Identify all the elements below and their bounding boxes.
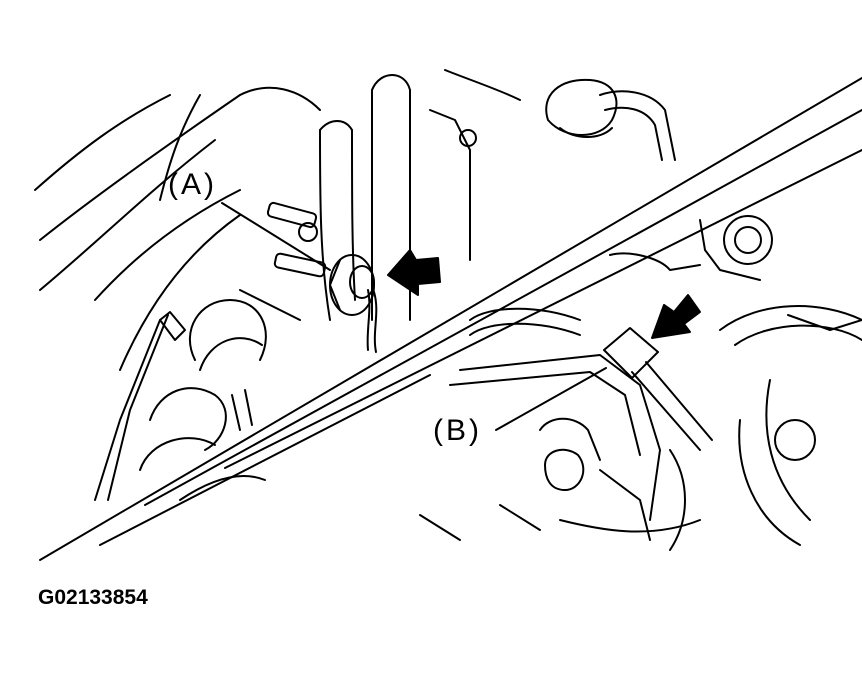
leader-line-b bbox=[495, 367, 607, 431]
lower-right-components bbox=[419, 307, 701, 551]
bolts bbox=[266, 201, 327, 278]
figure-id: G02133854 bbox=[38, 586, 148, 609]
sensor-a bbox=[329, 254, 378, 353]
callout-label-b: (B) bbox=[433, 414, 482, 447]
arrow-a bbox=[387, 249, 441, 296]
lower-left-components bbox=[94, 289, 301, 501]
sensor-b bbox=[603, 327, 713, 451]
arrow-b bbox=[651, 294, 701, 339]
callout-label-a: (A) bbox=[168, 168, 217, 201]
cap-assembly bbox=[545, 78, 676, 161]
upper-engine-lines bbox=[34, 86, 321, 371]
diagonal-beam bbox=[39, 77, 862, 561]
right-engine-block bbox=[609, 215, 862, 546]
leader-line-a bbox=[221, 202, 331, 271]
